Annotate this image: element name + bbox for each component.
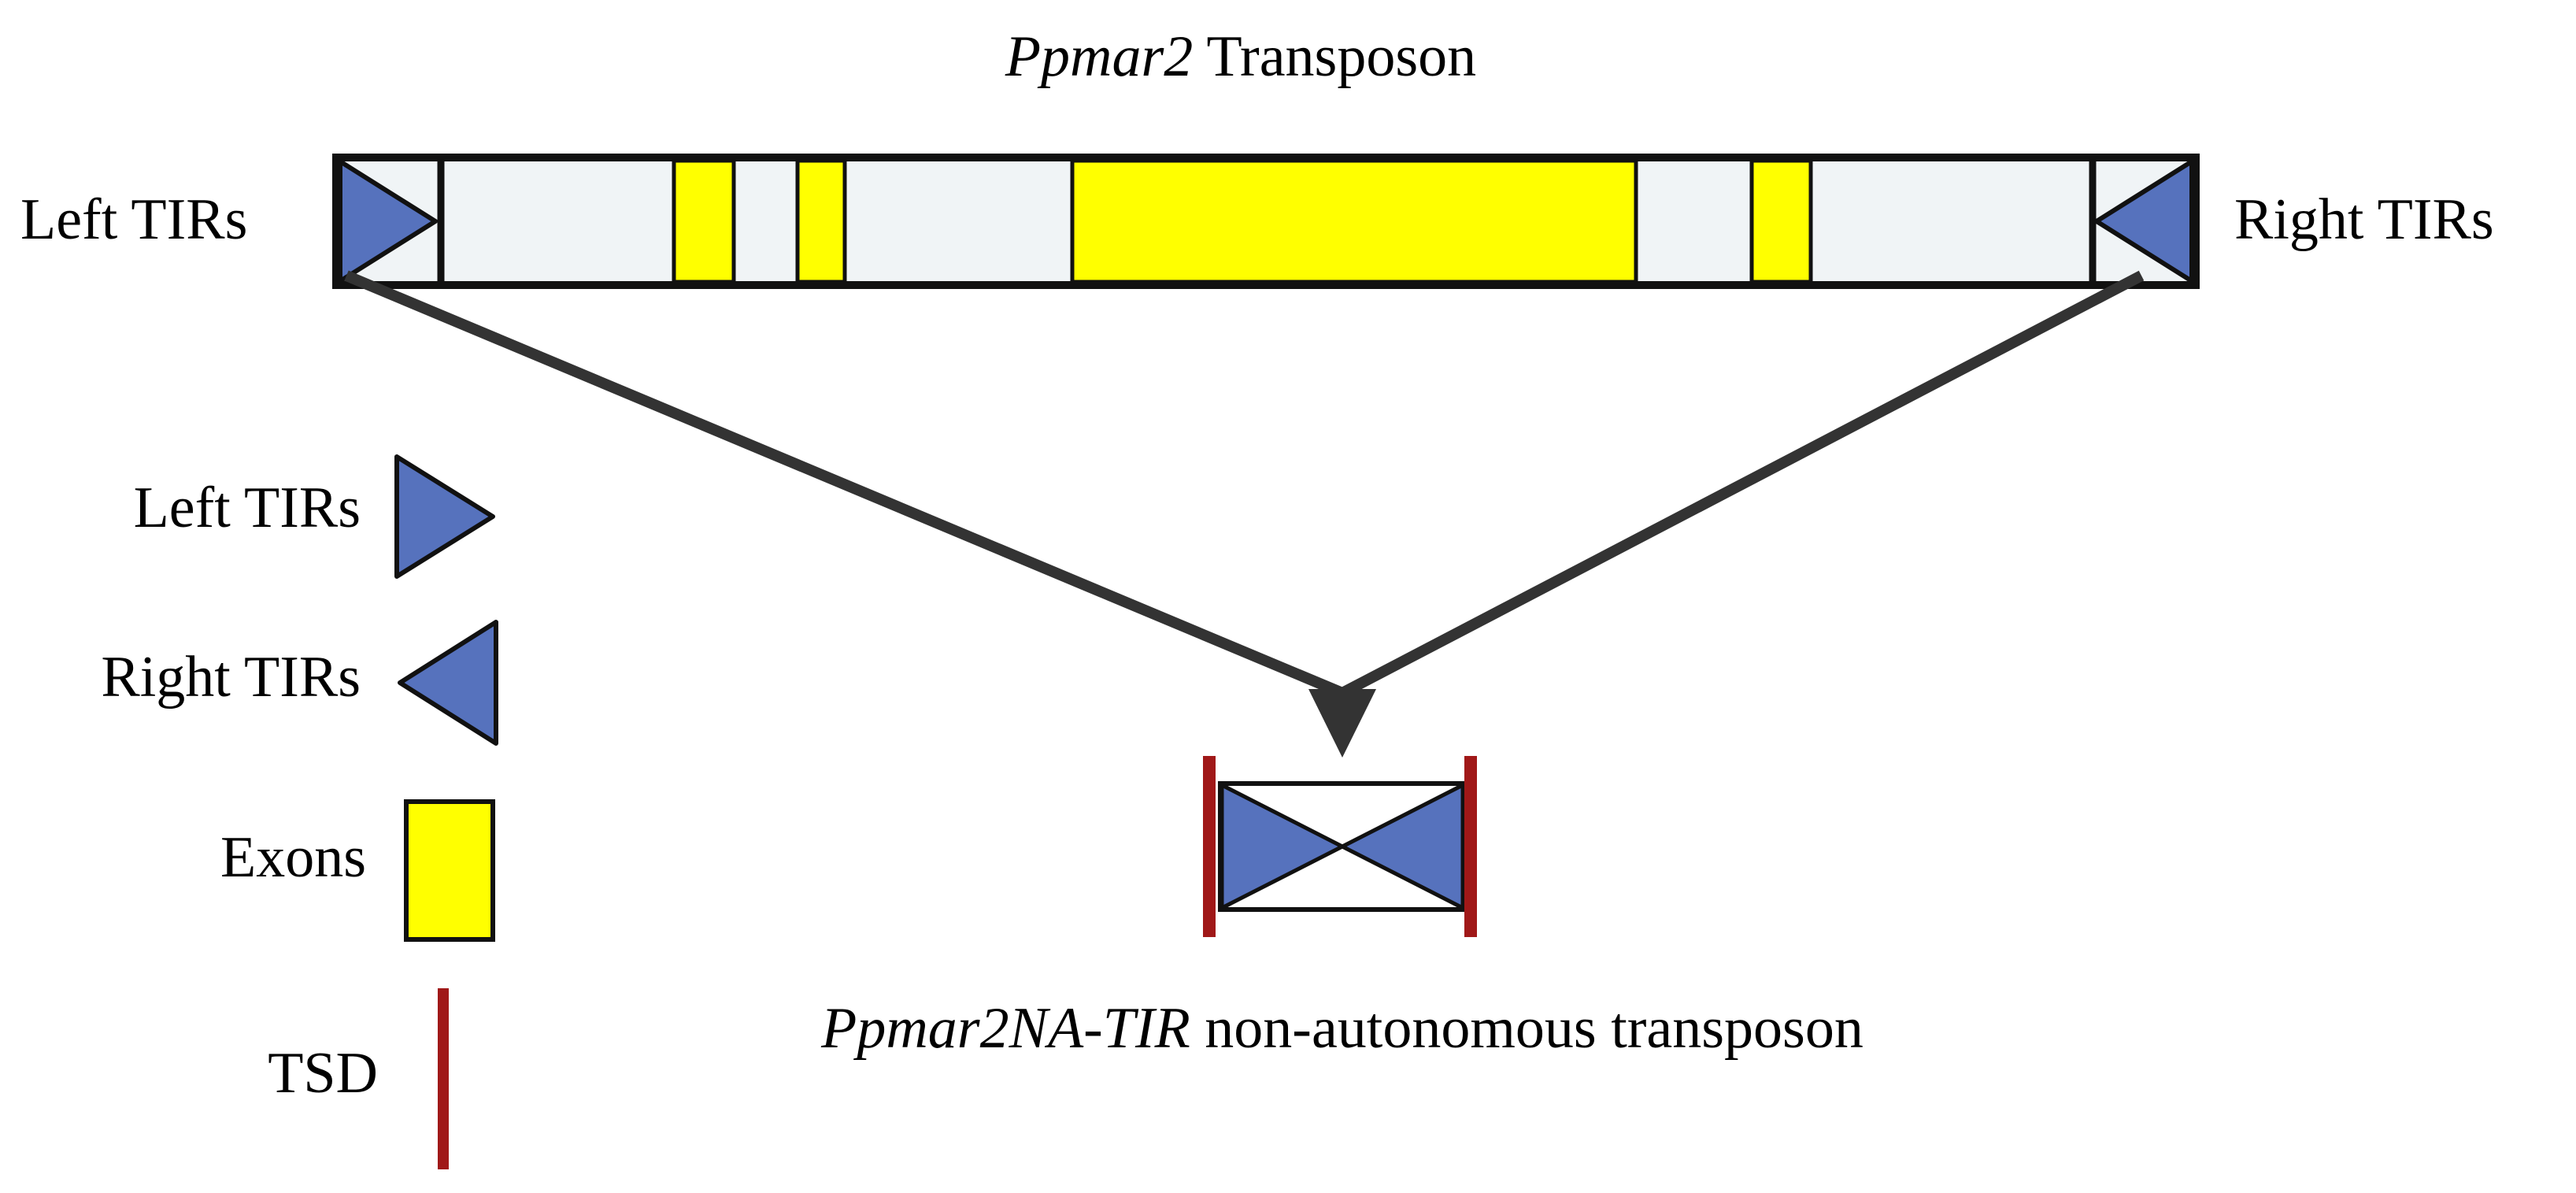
exon-2 <box>795 158 847 284</box>
legend-left-tirs-label: Left TIRs <box>134 476 361 540</box>
non-autonomous-element <box>1203 756 1477 937</box>
transposon-title-italic: Ppmar2 <box>1005 24 1193 89</box>
deletion-connector <box>344 270 2145 698</box>
legend-tsd-label: TSD <box>268 1041 378 1106</box>
right-tirs-label: Right TIRs <box>2234 187 2494 252</box>
legend-right-tir-icon <box>398 620 498 746</box>
legend-right-tirs-label: Right TIRs <box>101 645 361 710</box>
transposon-title-rest: Transposon <box>1193 24 1476 89</box>
arrow-head <box>1308 689 1376 758</box>
exon-3 <box>1070 158 1638 284</box>
left-tirs-label: Left TIRs <box>20 187 247 252</box>
legend: Left TIRs Right TIRs Exons TSD <box>101 454 498 1169</box>
transposon-title: Ppmar2 Transposon <box>1005 24 1476 89</box>
non-autonomous-title: Ppmar2NA-TIR non-autonomous transposon <box>820 996 1864 1061</box>
exon-1 <box>672 158 736 284</box>
non-autonomous-left-tir <box>1220 783 1345 910</box>
legend-exons-label: Exons <box>220 825 366 890</box>
transposon-outline <box>332 154 2200 289</box>
non-autonomous-title-italic: Ppmar2NA-TIR <box>820 996 1190 1061</box>
non-autonomous-right-tir <box>1340 783 1465 910</box>
exon-4 <box>1749 158 1813 284</box>
non-autonomous-title-rest: non-autonomous transposon <box>1190 996 1864 1061</box>
legend-left-tir-icon <box>394 454 495 579</box>
legend-exon-icon <box>404 799 495 942</box>
transposon-bar <box>332 154 2200 289</box>
